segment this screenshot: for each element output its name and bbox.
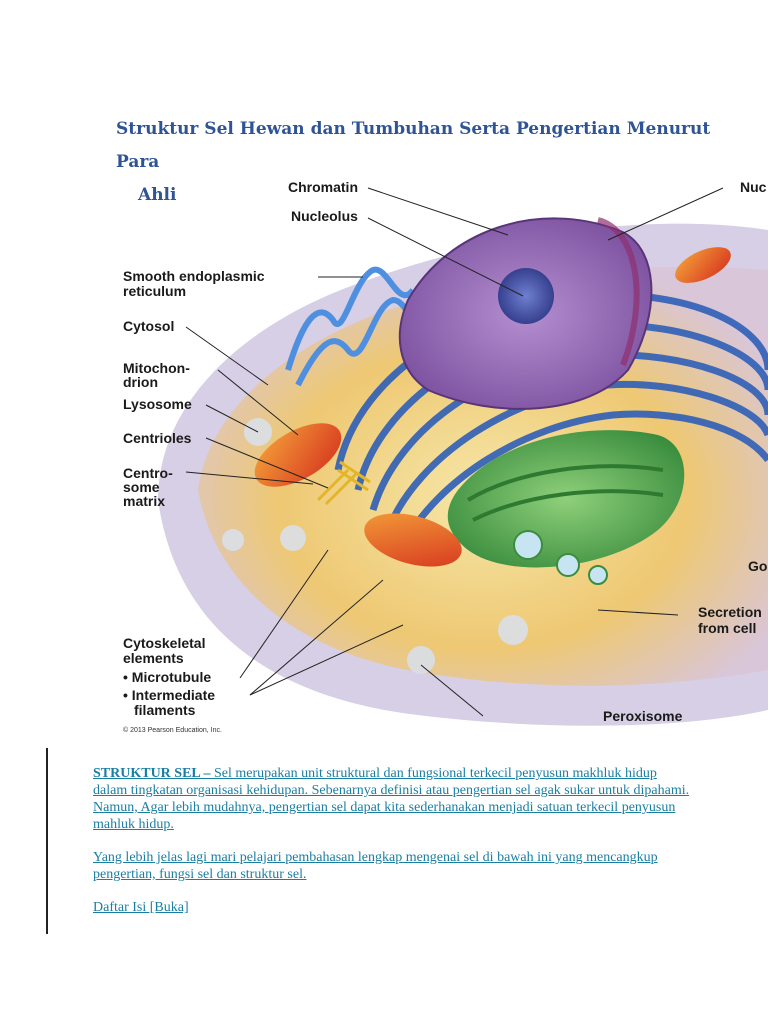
label-nucleolus: Nucleolus xyxy=(291,208,358,224)
margin-rule xyxy=(46,748,48,934)
label-intermediate-1: • Intermediate xyxy=(123,687,215,703)
intro-strong: STRUKTUR SEL – xyxy=(93,766,214,781)
more-link[interactable]: Yang lebih jelas lagi mari pelajari pemb… xyxy=(93,850,658,882)
label-secretion-1: Secretion xyxy=(698,604,762,620)
label-secretion-2: from cell xyxy=(698,620,756,636)
animal-cell-diagram: Chromatin Nucleolus Smooth endoplasmic r… xyxy=(118,170,768,740)
label-golgi-partial: Go xyxy=(748,558,767,574)
label-intermediate-2: filaments xyxy=(134,702,196,718)
nucleolus-shape xyxy=(498,268,554,324)
article-body: STRUKTUR SEL – Sel merupakan unit strukt… xyxy=(93,765,693,932)
label-nucleus-partial: Nuc xyxy=(740,179,767,195)
label-smooth-er-1: Smooth endoplasmic xyxy=(123,268,265,284)
label-cytoskeletal-1: Cytoskeletal xyxy=(123,635,205,651)
label-centrosome-3: matrix xyxy=(123,493,165,509)
toc-link[interactable]: Daftar Isi [Buka] xyxy=(93,900,189,915)
label-peroxisome: Peroxisome xyxy=(603,708,683,724)
nucleus xyxy=(400,218,652,408)
label-centrioles: Centrioles xyxy=(123,430,192,446)
label-mitochondrion-2: drion xyxy=(123,374,158,390)
label-smooth-er-2: reticulum xyxy=(123,283,186,299)
label-chromatin: Chromatin xyxy=(288,179,358,195)
paragraph-intro[interactable]: STRUKTUR SEL – Sel merupakan unit strukt… xyxy=(93,765,693,833)
label-lysosome: Lysosome xyxy=(123,396,192,412)
table-of-contents[interactable]: Daftar Isi [Buka] xyxy=(93,899,693,916)
label-cytoskeletal-2: elements xyxy=(123,650,184,666)
copyright-notice: © 2013 Pearson Education, Inc. xyxy=(123,726,222,734)
title-line-1: Struktur Sel Hewan dan Tumbuhan Serta Pe… xyxy=(116,119,710,172)
label-cytosol: Cytosol xyxy=(123,318,174,334)
intro-link[interactable]: STRUKTUR SEL – Sel merupakan unit strukt… xyxy=(93,766,689,832)
label-microtubule: • Microtubule xyxy=(123,669,211,685)
paragraph-more[interactable]: Yang lebih jelas lagi mari pelajari pemb… xyxy=(93,849,693,883)
